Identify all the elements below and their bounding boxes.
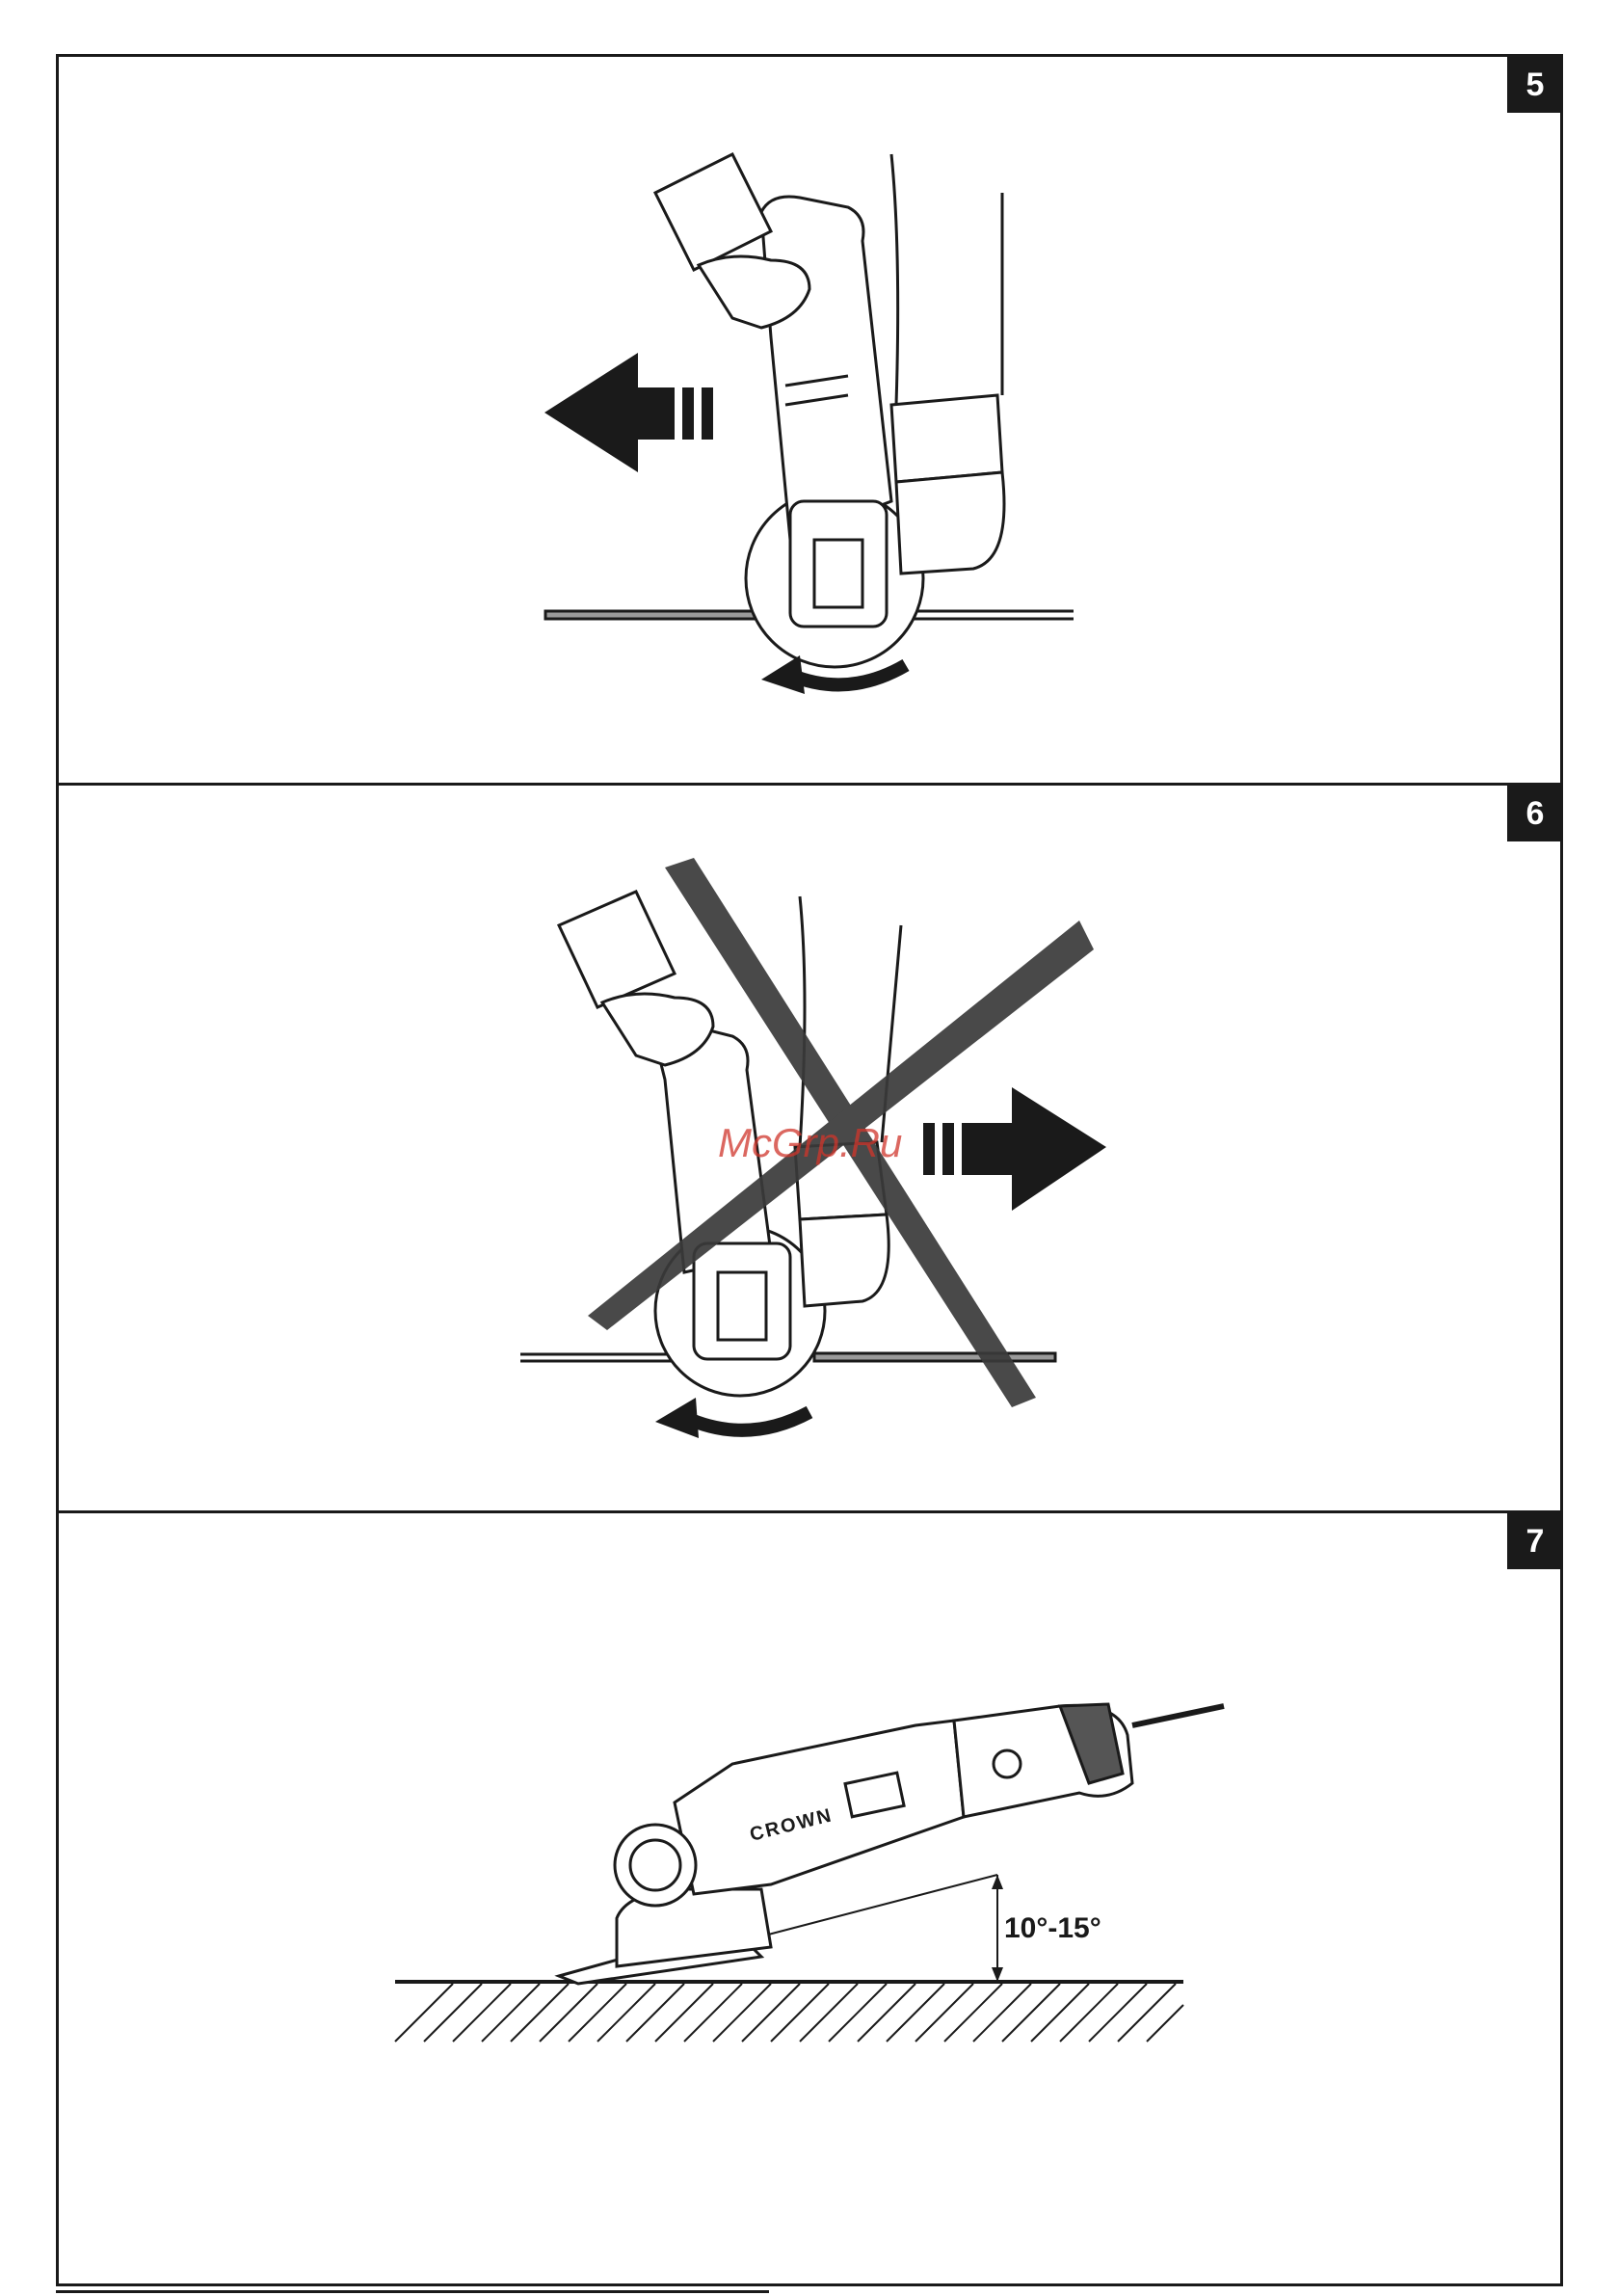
figure-6-illustration: McGrp.Ru — [520, 858, 1106, 1438]
rotation-arrow-icon — [684, 1412, 809, 1430]
arrow-left-icon — [544, 353, 713, 472]
arm-line — [891, 154, 898, 405]
gloved-hand-top — [559, 892, 713, 1065]
arm-line — [800, 896, 805, 1147]
figure-7-illustration: 10°-15° CROWN — [395, 1704, 1224, 2042]
angle-grinder-side-view: CROWN — [559, 1704, 1224, 1984]
arrow-right-icon — [923, 1087, 1106, 1211]
rotation-arrow-icon — [790, 665, 906, 684]
gloved-hand-bottom — [891, 395, 1004, 574]
watermark-text: McGrp.Ru — [718, 1120, 902, 1165]
angle-label: 10°-15° — [1004, 1912, 1101, 1944]
figure-5-illustration — [544, 154, 1074, 694]
work-surface — [395, 1982, 1183, 2042]
